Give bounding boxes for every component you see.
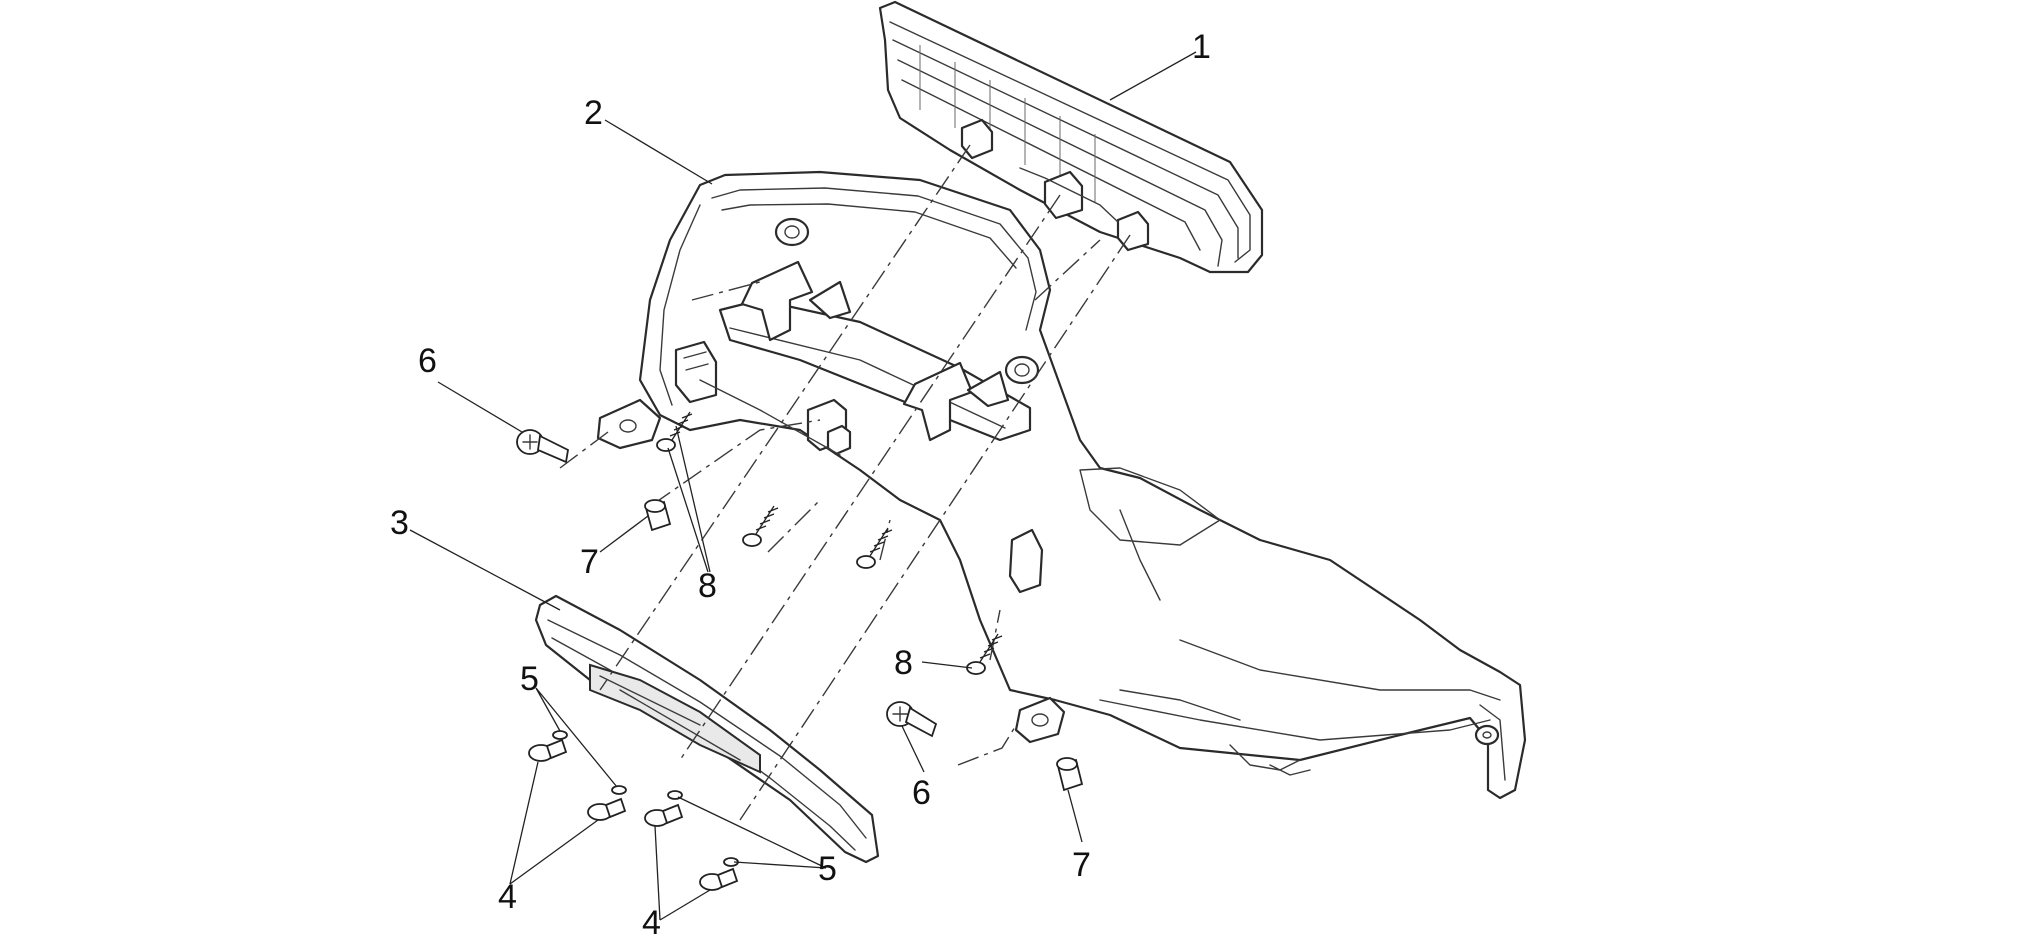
part-6-bolt-left: [516, 429, 569, 464]
callout-labels: 1 2 6 3 7 8 8 5 6 7 5 4 4: [390, 28, 1211, 937]
part-8-screw-b: [742, 505, 779, 547]
part-4-screw-c: [644, 803, 684, 827]
part-4-screw-b: [587, 797, 627, 821]
callout-6-left: 6: [418, 342, 437, 380]
callout-6-right: 6: [912, 774, 931, 812]
part-4-screw-a: [528, 738, 568, 762]
part-6-bolt-right: [886, 701, 938, 738]
leader-lines: [409, 51, 1197, 921]
callout-8-right: 8: [894, 644, 913, 682]
part-1-instrument-cluster: [878, 0, 1264, 274]
part-8-screw-c: [856, 527, 893, 569]
part-7-spacer-left: [644, 499, 672, 532]
callout-1: 1: [1192, 28, 1211, 66]
callout-7-left: 7: [580, 543, 599, 581]
callout-8-left: 8: [698, 567, 717, 605]
part-7-spacer-right: [1056, 757, 1084, 792]
part-8-screw-a: [656, 411, 693, 452]
part-3-lower-cover-plate: [534, 594, 880, 864]
callout-2: 2: [584, 94, 603, 132]
assembly-guide-lines: [559, 144, 1131, 821]
part-2-handlebar-cover: [596, 170, 1527, 800]
callout-5-left: 5: [520, 660, 539, 698]
part-5-washers: [552, 730, 739, 867]
callout-7-right: 7: [1072, 846, 1091, 884]
callout-3: 3: [390, 504, 409, 542]
callout-4-right: 4: [642, 904, 661, 937]
part-4-screw-d: [699, 867, 739, 891]
callout-5-right: 5: [818, 850, 837, 888]
callout-4-left: 4: [498, 878, 517, 916]
